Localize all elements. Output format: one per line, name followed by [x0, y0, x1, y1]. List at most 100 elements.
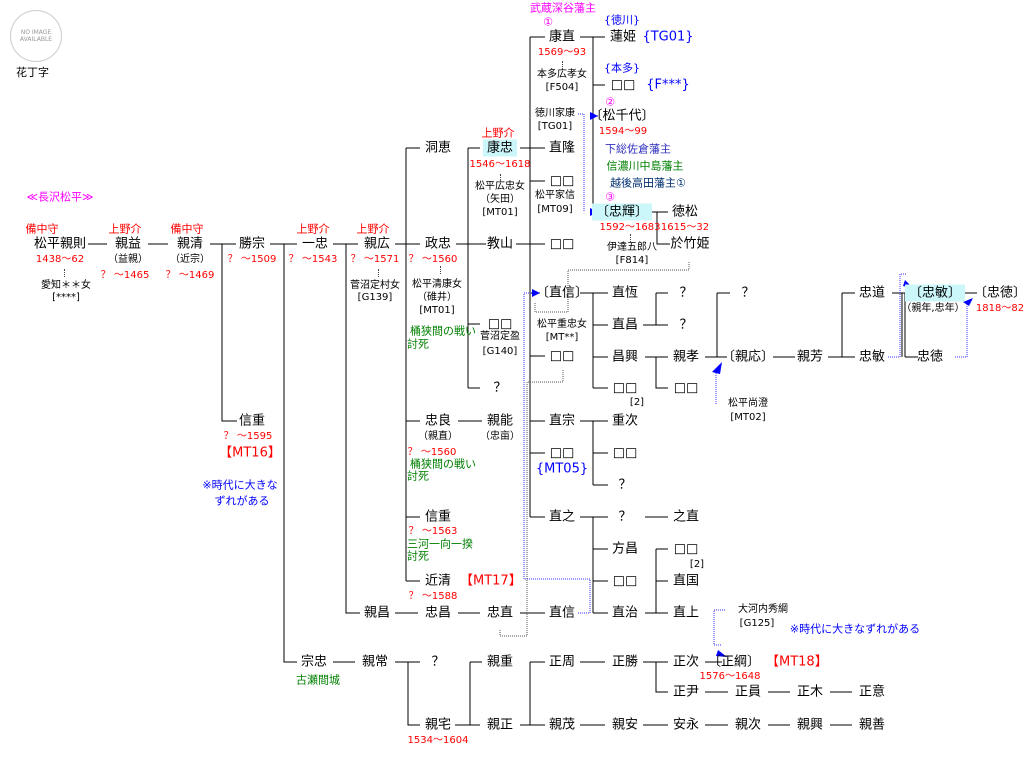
dates: ？ 〜1465	[100, 270, 150, 281]
person: 安永	[672, 717, 700, 733]
dates: ？ 〜1560	[408, 254, 458, 265]
person: □□	[612, 445, 638, 461]
person: ？	[679, 285, 693, 301]
spouse: 愛知＊＊女	[41, 280, 91, 291]
person: 親常	[361, 654, 389, 670]
marriage-links	[499, 262, 690, 637]
ref-code: [G125]	[739, 618, 775, 629]
spouse: 松平重忠女	[537, 319, 587, 330]
person: 〔松千代〕	[589, 108, 655, 124]
person: 洞恵	[424, 140, 452, 156]
person: 忠良	[424, 413, 452, 429]
spouse-link	[440, 266, 441, 274]
person: □□	[549, 348, 575, 364]
person: 〔正綱〕	[707, 654, 761, 670]
person: 正尹	[672, 684, 700, 700]
dates: ？ 〜1469	[165, 270, 215, 281]
ref-code: [TG01]	[537, 121, 573, 132]
person: 親清	[176, 236, 204, 252]
person: 親茂	[548, 717, 576, 733]
arrow-icon	[532, 289, 540, 297]
spouse-link	[500, 174, 501, 182]
dates: 1592〜1683	[599, 222, 661, 233]
person: 正意	[858, 684, 886, 700]
person: ？	[493, 380, 507, 396]
succession-number: ②	[605, 95, 615, 109]
person: 忠徳	[916, 349, 944, 365]
dates: ？ 〜1560	[407, 447, 457, 458]
alias: （親直）	[418, 431, 458, 442]
person: 正勝	[611, 654, 639, 670]
ref-code: {MT05}	[535, 461, 589, 477]
person: 直治	[611, 605, 639, 621]
alias: （碓井）	[417, 292, 457, 303]
person: 一忠	[301, 236, 329, 252]
domain-title: 下総佐倉藩主	[605, 142, 671, 156]
domain-title: 信濃川中島藩主	[606, 159, 684, 173]
spouse: 松平家信	[535, 190, 575, 201]
note: 三河一向一揆	[407, 537, 473, 551]
person: ？	[618, 509, 632, 525]
person: 親宅	[424, 717, 452, 733]
person: □□	[612, 380, 638, 396]
person: □□	[549, 236, 575, 252]
dates: ？ 〜1588	[408, 591, 458, 602]
ref-code: [MT02]	[730, 412, 766, 423]
person-highlighted: 〔忠敏〕	[904, 284, 966, 302]
spouse-link	[562, 61, 563, 69]
title: 上野介	[296, 222, 330, 236]
dates: ？ 〜1543	[288, 254, 338, 265]
family: {本多}	[604, 61, 640, 75]
person: 昌興	[611, 349, 639, 365]
note: [2]	[689, 559, 705, 570]
person: 之直	[672, 509, 700, 525]
dates: 1594〜99	[598, 126, 648, 137]
person: 直国	[672, 573, 700, 589]
person: 信重	[424, 509, 452, 525]
person: ？	[618, 477, 632, 493]
person: 正次	[672, 654, 700, 670]
person: 親芳	[796, 349, 824, 365]
arrow-icon	[716, 650, 727, 657]
ref-code: [MT09]	[537, 204, 573, 215]
ref-code: 【MT17】	[460, 573, 522, 589]
person: 親能	[486, 413, 514, 429]
succession-number: ①	[543, 15, 553, 29]
title: 備中守	[170, 222, 204, 236]
dates: 1818〜82	[975, 303, 1025, 314]
person-highlighted: 〔忠輝〕	[591, 203, 653, 221]
family: {徳川}	[604, 13, 640, 27]
alias: （親年,忠年）	[901, 303, 965, 314]
logo-text-1: NO IMAGE	[20, 29, 52, 36]
title: 備中守	[25, 222, 59, 236]
person-highlighted: 康忠	[482, 139, 518, 157]
person: 忠道	[858, 285, 886, 301]
person: 重次	[611, 413, 639, 429]
spouse: 伊達五郎八	[607, 242, 657, 253]
title: 上野介	[481, 126, 515, 140]
person: 親善	[858, 717, 886, 733]
ref-code: [G139]	[357, 292, 393, 303]
person: 徳松	[671, 204, 699, 220]
spouse: 松平清康女	[412, 279, 462, 290]
note: 討死	[407, 469, 429, 483]
alias: （近宗）	[170, 254, 210, 265]
person: ？	[431, 654, 445, 670]
spouse-link	[64, 269, 65, 277]
person: 親孝	[672, 349, 700, 365]
crest-caption: 花丁字	[16, 66, 49, 79]
dates: 1438〜62	[35, 254, 85, 265]
ref-code: [G140]	[482, 346, 518, 357]
ref-code: [F814]	[615, 255, 649, 266]
person: □□	[673, 380, 699, 396]
spouse: 本多広孝女	[537, 69, 587, 80]
person: 直隆	[548, 140, 576, 156]
person: 康直	[548, 29, 576, 45]
person: 親正	[486, 717, 514, 733]
person: 信重	[238, 413, 266, 429]
person: 親興	[796, 717, 824, 733]
person: 松平親則	[33, 236, 87, 252]
person: 〔親応〕	[721, 349, 775, 365]
person: 直宗	[548, 413, 576, 429]
alias: （益親）	[108, 254, 148, 265]
